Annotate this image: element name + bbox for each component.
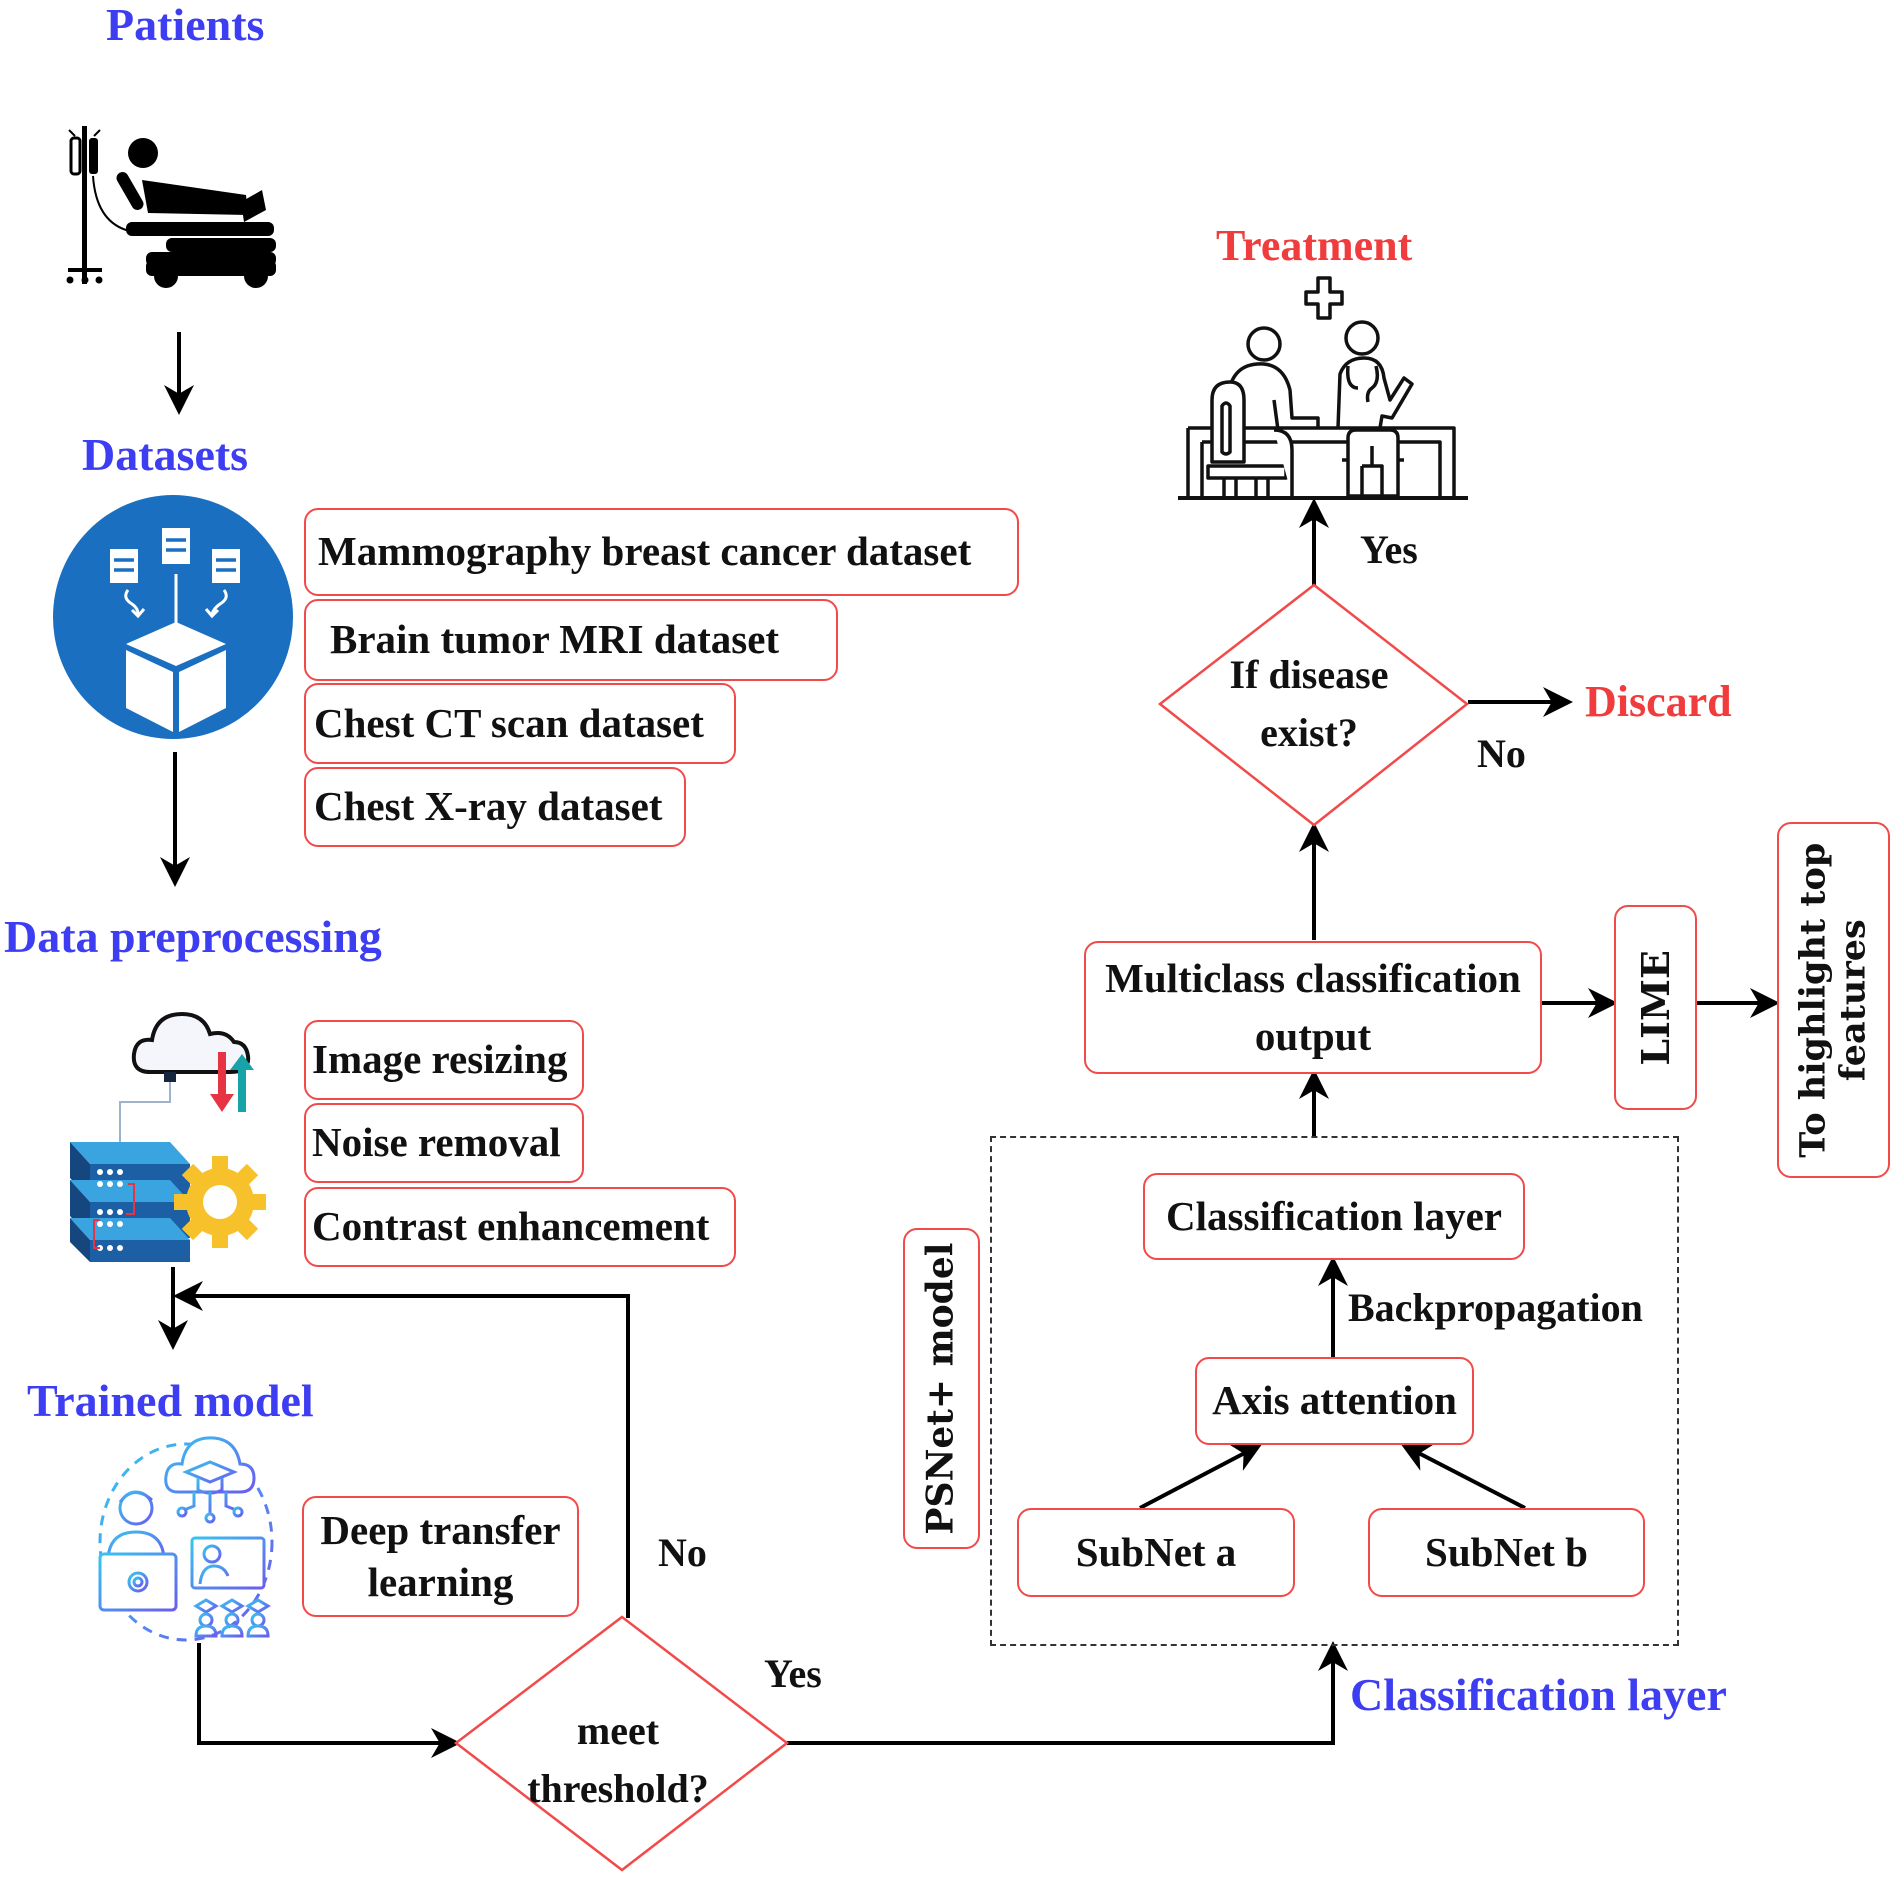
trained-model-method-box: Deep transfer learning	[302, 1496, 579, 1617]
disease-decision-text: If disease exist?	[1230, 646, 1389, 762]
preprocessing-label: Noise removal	[312, 1119, 561, 1166]
discard-label: Discard	[1585, 677, 1732, 726]
dataset-label: Brain tumor MRI dataset	[330, 616, 780, 663]
arrow-trained-to-threshold	[197, 1643, 461, 1758]
treatment-label: Treatment	[1216, 221, 1413, 270]
preprocessing-label: Contrast enhancement	[312, 1203, 710, 1250]
method-line-1: Deep transfer	[320, 1507, 561, 1554]
patients-title: Patients	[106, 0, 265, 50]
dataset-label: Chest CT scan dataset	[314, 699, 704, 746]
psnet-model-container	[990, 1136, 1679, 1646]
lime-label: LIME	[1632, 949, 1678, 1066]
online-training-icon	[98, 1436, 274, 1642]
preprocessing-title: Data preprocessing	[4, 911, 382, 962]
preprocessing-box-contrast-enhancement: Contrast enhancement	[304, 1187, 736, 1267]
axis-attention-box: Axis attention	[1195, 1357, 1474, 1445]
subnet-b-box: SubNet b	[1368, 1508, 1645, 1597]
threshold-no-label: No	[658, 1530, 707, 1575]
disease-no-label: No	[1477, 731, 1526, 776]
dataset-box-chest-ct: Chest CT scan dataset	[304, 683, 736, 764]
classification-section-title: Classification layer	[1350, 1669, 1727, 1720]
disease-yes-label: Yes	[1360, 527, 1418, 572]
disease-line-1: If disease	[1229, 652, 1389, 697]
dataset-label: Chest X-ray dataset	[314, 783, 663, 830]
psnet-model-label-box: PSNet+ model	[903, 1228, 980, 1549]
arrow-threshold-yes-to-classification	[787, 1641, 1348, 1745]
trained-model-title: Trained model	[27, 1375, 314, 1426]
method-line-2: learning	[367, 1558, 514, 1605]
preprocessing-label: Image resizing	[312, 1036, 568, 1083]
threshold-decision-text: meet threshold?	[527, 1702, 709, 1818]
dataset-label: Mammography breast cancer dataset	[318, 528, 972, 575]
threshold-yes-label: Yes	[764, 1651, 822, 1696]
dataset-box-mammography: Mammography breast cancer dataset	[304, 508, 1019, 596]
threshold-line-2: threshold?	[527, 1766, 709, 1811]
preprocessing-box-noise-removal: Noise removal	[304, 1103, 584, 1183]
preprocessing-box-image-resizing: Image resizing	[304, 1020, 584, 1100]
highlight-line-2: features	[1832, 918, 1874, 1082]
datasets-title: Datasets	[82, 429, 249, 480]
subnet-a-box: SubNet a	[1017, 1508, 1295, 1597]
dataset-box-chest-xray: Chest X-ray dataset	[304, 767, 686, 847]
dataset-collection-icon	[53, 495, 293, 739]
threshold-line-1: meet	[576, 1708, 660, 1753]
backpropagation-label: Backpropagation	[1348, 1285, 1643, 1330]
highlight-features-text: To highlight top features	[1792, 842, 1874, 1158]
cloud-server-gear-icon	[70, 1011, 266, 1262]
lime-box: LIME	[1614, 905, 1697, 1110]
multiclass-line-1: Multiclass classification	[1105, 955, 1521, 1002]
patient-in-bed-icon	[66, 126, 276, 288]
highlight-features-box: To highlight top features	[1777, 822, 1890, 1178]
disease-line-2: exist?	[1260, 710, 1358, 755]
classification-layer-box: Classification layer	[1143, 1173, 1525, 1260]
highlight-line-1: To highlight top	[1792, 842, 1834, 1158]
multiclass-line-2: output	[1254, 1012, 1372, 1059]
dataset-box-brain-mri: Brain tumor MRI dataset	[304, 599, 838, 681]
psnet-model-label: PSNet+ model	[919, 1242, 962, 1535]
multiclass-output-box: Multiclass classification output	[1084, 941, 1542, 1074]
doctor-consultation-icon	[1178, 276, 1468, 500]
